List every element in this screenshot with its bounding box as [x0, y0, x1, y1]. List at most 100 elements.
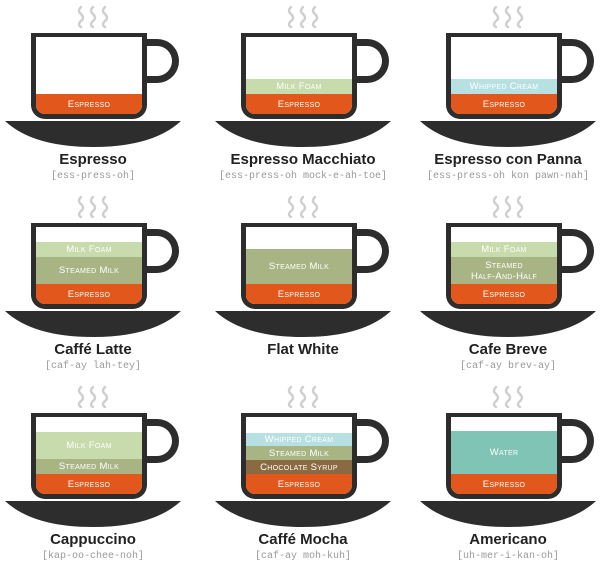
cup-handle	[560, 419, 594, 463]
ingredient-label: Espresso	[67, 478, 111, 490]
ingredient-label: Chocolate Syrup	[260, 461, 338, 473]
cup-handle	[355, 39, 389, 83]
steam-icon	[287, 195, 319, 219]
ingredient-label: Milk Foam	[66, 244, 112, 255]
steam-icon	[77, 195, 109, 219]
drink-name: Flat White	[267, 341, 339, 358]
steam-icon	[492, 385, 524, 409]
ingredient-layer: Milk Foam	[451, 242, 557, 257]
saucer-icon	[5, 121, 181, 147]
ingredient-layer: Espresso	[246, 284, 352, 304]
cup-handle	[145, 229, 179, 273]
ingredient-label: Espresso	[482, 478, 526, 490]
drink-name: Espresso Macchiato	[230, 151, 376, 168]
saucer-icon	[215, 501, 391, 527]
cup-handle	[560, 39, 594, 83]
ingredient-label: Water	[489, 447, 519, 458]
ingredient-label: Espresso	[277, 98, 321, 110]
cup-handle	[355, 419, 389, 463]
steam-icon	[287, 5, 319, 29]
ingredient-label: Steamed Milk	[268, 261, 330, 272]
ingredient-label: Whipped Cream	[264, 434, 334, 445]
cup-handle	[145, 39, 179, 83]
drink-pronunciation: [ess-press-oh mock-e-ah-toe]	[218, 171, 388, 182]
drink-pronunciation: [caf-ay moh-kuh]	[254, 551, 351, 562]
ingredient-label: Milk Foam	[481, 244, 527, 255]
saucer-icon	[420, 121, 596, 147]
cup-body: Espresso	[31, 33, 147, 119]
drink-name: Caffé Latte	[54, 341, 132, 358]
ingredient-label: Espresso	[482, 98, 526, 110]
ingredient-layer: Water	[451, 431, 557, 474]
ingredient-layer: Steamed Milk	[246, 446, 352, 460]
drink-name: Espresso	[59, 151, 127, 168]
ingredient-layer: Espresso	[451, 474, 557, 494]
ingredient-label: Steamed Milk	[58, 265, 120, 276]
ingredient-layer: Milk Foam	[246, 79, 352, 94]
ingredient-layer: Steamed Milk	[246, 249, 352, 284]
drink-pronunciation: [caf-ay lah-tey]	[44, 361, 141, 372]
drink-pronunciation: [ess-press-oh kon pawn-nah]	[426, 171, 590, 182]
ingredient-label: Steamed Milk	[58, 461, 120, 472]
cup-handle	[145, 419, 179, 463]
drink-pronunciation: [caf-ay brev-ay]	[459, 361, 556, 372]
ingredient-label: Espresso	[277, 478, 321, 490]
ingredient-label: Whipped Cream	[469, 81, 539, 92]
saucer-icon	[5, 501, 181, 527]
cup-handle	[560, 229, 594, 273]
steam-icon	[77, 385, 109, 409]
drink-name: Cafe Breve	[468, 341, 548, 358]
saucer-icon	[215, 311, 391, 337]
coffee-cup: Espresso	[31, 33, 181, 125]
ingredient-label: Espresso	[277, 288, 321, 300]
steam-icon	[492, 195, 524, 219]
drink-pronunciation: [ess-press-oh]	[50, 171, 135, 182]
ingredient-layer: Whipped Cream	[451, 79, 557, 94]
drink-name: Caffé Mocha	[258, 531, 348, 548]
ingredient-layer: Espresso	[36, 284, 142, 304]
ingredient-layer: Milk Foam	[36, 432, 142, 459]
ingredient-layer: Espresso	[246, 94, 352, 114]
steam-icon	[492, 5, 524, 29]
ingredient-layer: Milk Foam	[36, 242, 142, 257]
ingredient-label: Espresso	[67, 98, 111, 110]
saucer-icon	[5, 311, 181, 337]
ingredient-layer: Steamed Milk	[36, 459, 142, 474]
drink-name: Americano	[469, 531, 547, 548]
cup-handle	[355, 229, 389, 273]
drink-pronunciation: [uh-mer-i-kan-oh]	[456, 551, 560, 562]
ingredient-layer: Steamed Milk	[36, 257, 142, 284]
ingredient-layer: Espresso	[451, 94, 557, 114]
ingredient-layer: Espresso	[246, 474, 352, 494]
ingredient-layer: Espresso	[451, 284, 557, 304]
saucer-icon	[420, 501, 596, 527]
drink-name: Espresso con Panna	[434, 151, 582, 168]
saucer-icon	[420, 311, 596, 337]
ingredient-label: Milk Foam	[66, 440, 112, 451]
drink-name: Cappuccino	[50, 531, 136, 548]
